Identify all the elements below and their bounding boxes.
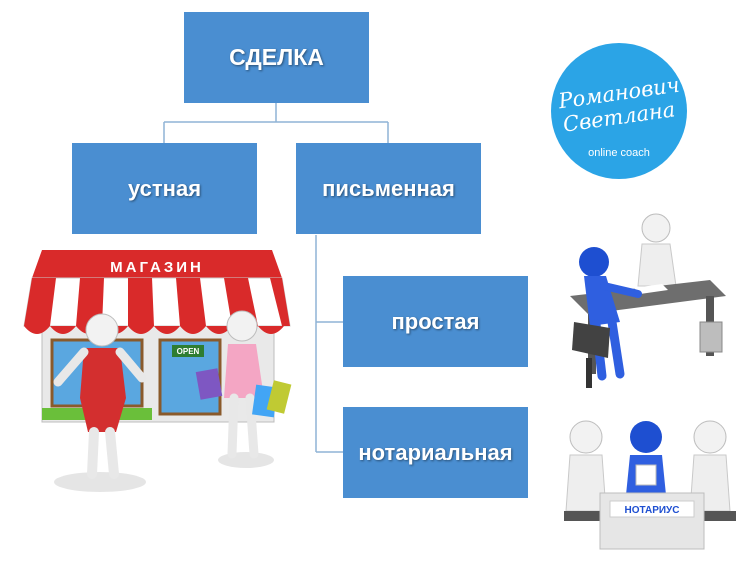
node-oral: устная bbox=[72, 143, 257, 234]
office-meeting-illustration bbox=[570, 213, 726, 388]
logo-tagline: online coach bbox=[588, 147, 650, 159]
store-sign-text: МАГАЗИН bbox=[110, 259, 204, 276]
notary-sign-text: НОТАРИУС bbox=[625, 505, 680, 516]
node-notarial: нотариальная bbox=[343, 407, 528, 498]
notary-illustration: НОТАРИУС bbox=[564, 420, 736, 550]
node-simple: простая bbox=[343, 276, 528, 367]
node-deal: СДЕЛКА bbox=[184, 12, 369, 103]
open-sign-text: OPEN bbox=[177, 347, 200, 356]
coach-logo: Романович Светлана online coach bbox=[551, 43, 687, 179]
store-illustration: МАГАЗИН OPEN bbox=[23, 250, 292, 492]
node-written: письменная bbox=[296, 143, 481, 234]
